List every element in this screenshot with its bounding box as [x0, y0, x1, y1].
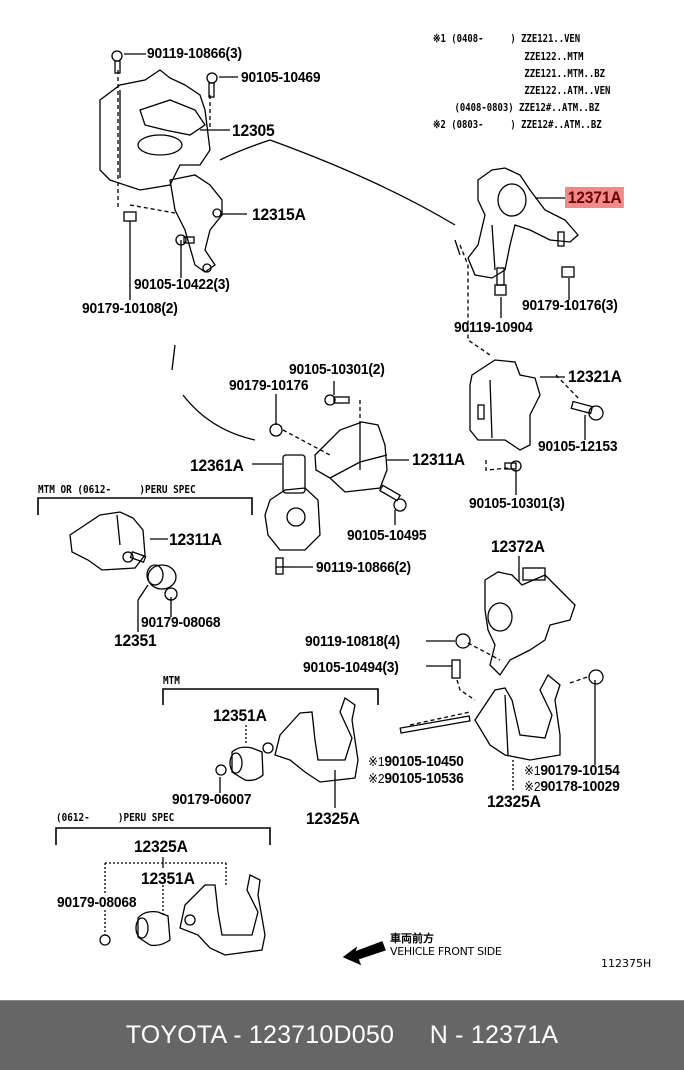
part-12351-drawing — [146, 564, 177, 590]
condition-mtm: MTM — [163, 674, 180, 687]
note-mark-1: ※1 — [368, 754, 385, 769]
engine-outline-line — [269, 139, 456, 226]
part-12311A-center-drawing — [314, 421, 388, 493]
part-label-90105-10422-3[interactable]: 90105-10422(3) — [134, 276, 230, 293]
note-row-5: (0408-0803) ZZE12#..ATM..BZ — [433, 102, 600, 114]
part-12315A-drawing — [169, 174, 223, 273]
part-label-90178-10029[interactable]: ※290178-10029 — [524, 779, 620, 794]
part-label-90105-10494-3[interactable]: 90105-10494(3) — [303, 659, 399, 676]
bracket-peru — [55, 827, 271, 845]
note-row-3: ZZE121..MTM..BZ — [433, 68, 605, 80]
part-12325A-peru-drawing — [135, 874, 266, 956]
part-label-90119-10818-4[interactable]: 90119-10818(4) — [305, 633, 400, 650]
part-label-12321A[interactable]: 12321A — [568, 367, 622, 386]
leader-lines — [104, 53, 596, 935]
part-label-90105-10301-2[interactable]: 90105-10301(2) — [289, 361, 385, 378]
note-mark-1: ※1 — [524, 763, 541, 778]
bracket-mtm-or-peru — [37, 497, 253, 515]
part-label-90119-10904[interactable]: 90119-10904 — [454, 319, 533, 336]
note-row-1: ※1 (0408- ) ZZE121..VEN — [433, 33, 581, 45]
note-mark-2: ※2 — [524, 779, 541, 794]
part-12361A-drawing — [264, 454, 321, 551]
fasteners — [99, 50, 604, 946]
part-label-90179-10154[interactable]: ※190179-10154 — [524, 763, 620, 778]
part-12325A-mtm-drawing — [229, 696, 359, 783]
engine-outline-line-2 — [219, 139, 271, 161]
highlighted-part-number: 12371A — [565, 187, 625, 208]
part-label-12305[interactable]: 12305 — [232, 121, 275, 140]
part-label-12315A[interactable]: 12315A — [252, 205, 306, 224]
bracket-mtm — [162, 688, 379, 705]
engine-outline-line-3 — [171, 344, 176, 371]
part-label-90179-10176[interactable]: 90179-10176 — [229, 377, 309, 394]
part-12371A-drawing — [467, 167, 579, 279]
part-label-12351A-mtm[interactable]: 12351A — [213, 706, 267, 725]
part-label-12325A-peru[interactable]: 12325A — [134, 837, 188, 856]
part-label-90179-10176-3[interactable]: 90179-10176(3) — [522, 297, 618, 314]
part-label-90119-10866-2[interactable]: 90119-10866(2) — [316, 559, 411, 576]
part-label-90179-06007[interactable]: 90179-06007 — [172, 791, 252, 808]
condition-peru: (0612- )PERU SPEC — [56, 811, 175, 824]
part-label-12311A-left[interactable]: 12311A — [169, 530, 222, 549]
note-row-4: ZZE122..ATM..VEN — [433, 85, 611, 97]
front-arrow-icon — [342, 941, 386, 966]
part-12305-drawing — [99, 69, 211, 191]
part-label-90105-12153[interactable]: 90105-12153 — [538, 438, 618, 455]
part-label-12361A[interactable]: 12361A — [190, 456, 244, 475]
part-number-text: 90178-10029 — [540, 778, 620, 795]
condition-mtm-or-peru: MTM OR (0612- )PERU SPEC — [38, 483, 196, 496]
footer-bar: TOYOTA - 123710D050 N - 12371A — [0, 1000, 684, 1070]
note-mark-2: ※2 — [368, 771, 385, 786]
part-label-90119-10866-3[interactable]: 90119-10866(3) — [147, 45, 242, 62]
part-label-12311A-center[interactable]: 12311A — [412, 450, 465, 469]
routing-lines — [117, 70, 591, 726]
engine-outline-line-4 — [182, 394, 256, 441]
vehicle-front-label-jp: 車両前方 — [390, 932, 434, 945]
part-label-12325A-right[interactable]: 12325A — [487, 792, 541, 811]
note-row-6: ※2 (0803- ) ZZE12#..ATM..BZ — [433, 119, 602, 131]
note-row-2: ZZE122..MTM — [433, 51, 584, 63]
parts-diagram: ※1 (0408- ) ZZE121..VEN ZZE122..MTM ZZE1… — [37, 33, 652, 970]
part-label-12351A-peru[interactable]: 12351A — [141, 869, 195, 888]
vehicle-front-label-en: VEHICLE FRONT SIDE — [390, 945, 502, 958]
part-number-text: 90105-10536 — [384, 770, 464, 787]
part-label-90179-10108-2[interactable]: 90179-10108(2) — [82, 300, 178, 317]
part-label-90105-10450[interactable]: ※190105-10450 — [368, 754, 464, 769]
part-label-90105-10301-3[interactable]: 90105-10301(3) — [469, 495, 565, 512]
part-label-12325A-mtm[interactable]: 12325A — [306, 809, 360, 828]
part-number-text: 90179-10154 — [540, 762, 620, 779]
part-12325A-right-drawing — [474, 673, 561, 761]
part-number-text: 90105-10450 — [384, 753, 464, 770]
part-label-12372A[interactable]: 12372A — [491, 537, 545, 556]
part-12321A-drawing — [469, 359, 541, 451]
part-label-90105-10495[interactable]: 90105-10495 — [347, 527, 427, 544]
part-label-12351[interactable]: 12351 — [114, 631, 157, 650]
part-12311A-left-drawing — [69, 511, 146, 571]
part-label-90105-10469[interactable]: 90105-10469 — [241, 69, 321, 86]
part-12372A-drawing — [484, 567, 576, 677]
part-label-12371A[interactable]: 12371A — [565, 187, 625, 208]
part-label-90105-10536[interactable]: ※290105-10536 — [368, 771, 464, 786]
footer-part-title: TOYOTA - 123710D050 N - 12371A — [125, 1021, 559, 1049]
part-label-90179-08068-a[interactable]: 90179-08068 — [141, 614, 221, 631]
figure-number: 112375H — [601, 957, 652, 970]
diagram-drawing — [37, 50, 604, 966]
engine-outline-line-5 — [454, 239, 461, 256]
part-label-90179-08068-b[interactable]: 90179-08068 — [57, 894, 137, 911]
